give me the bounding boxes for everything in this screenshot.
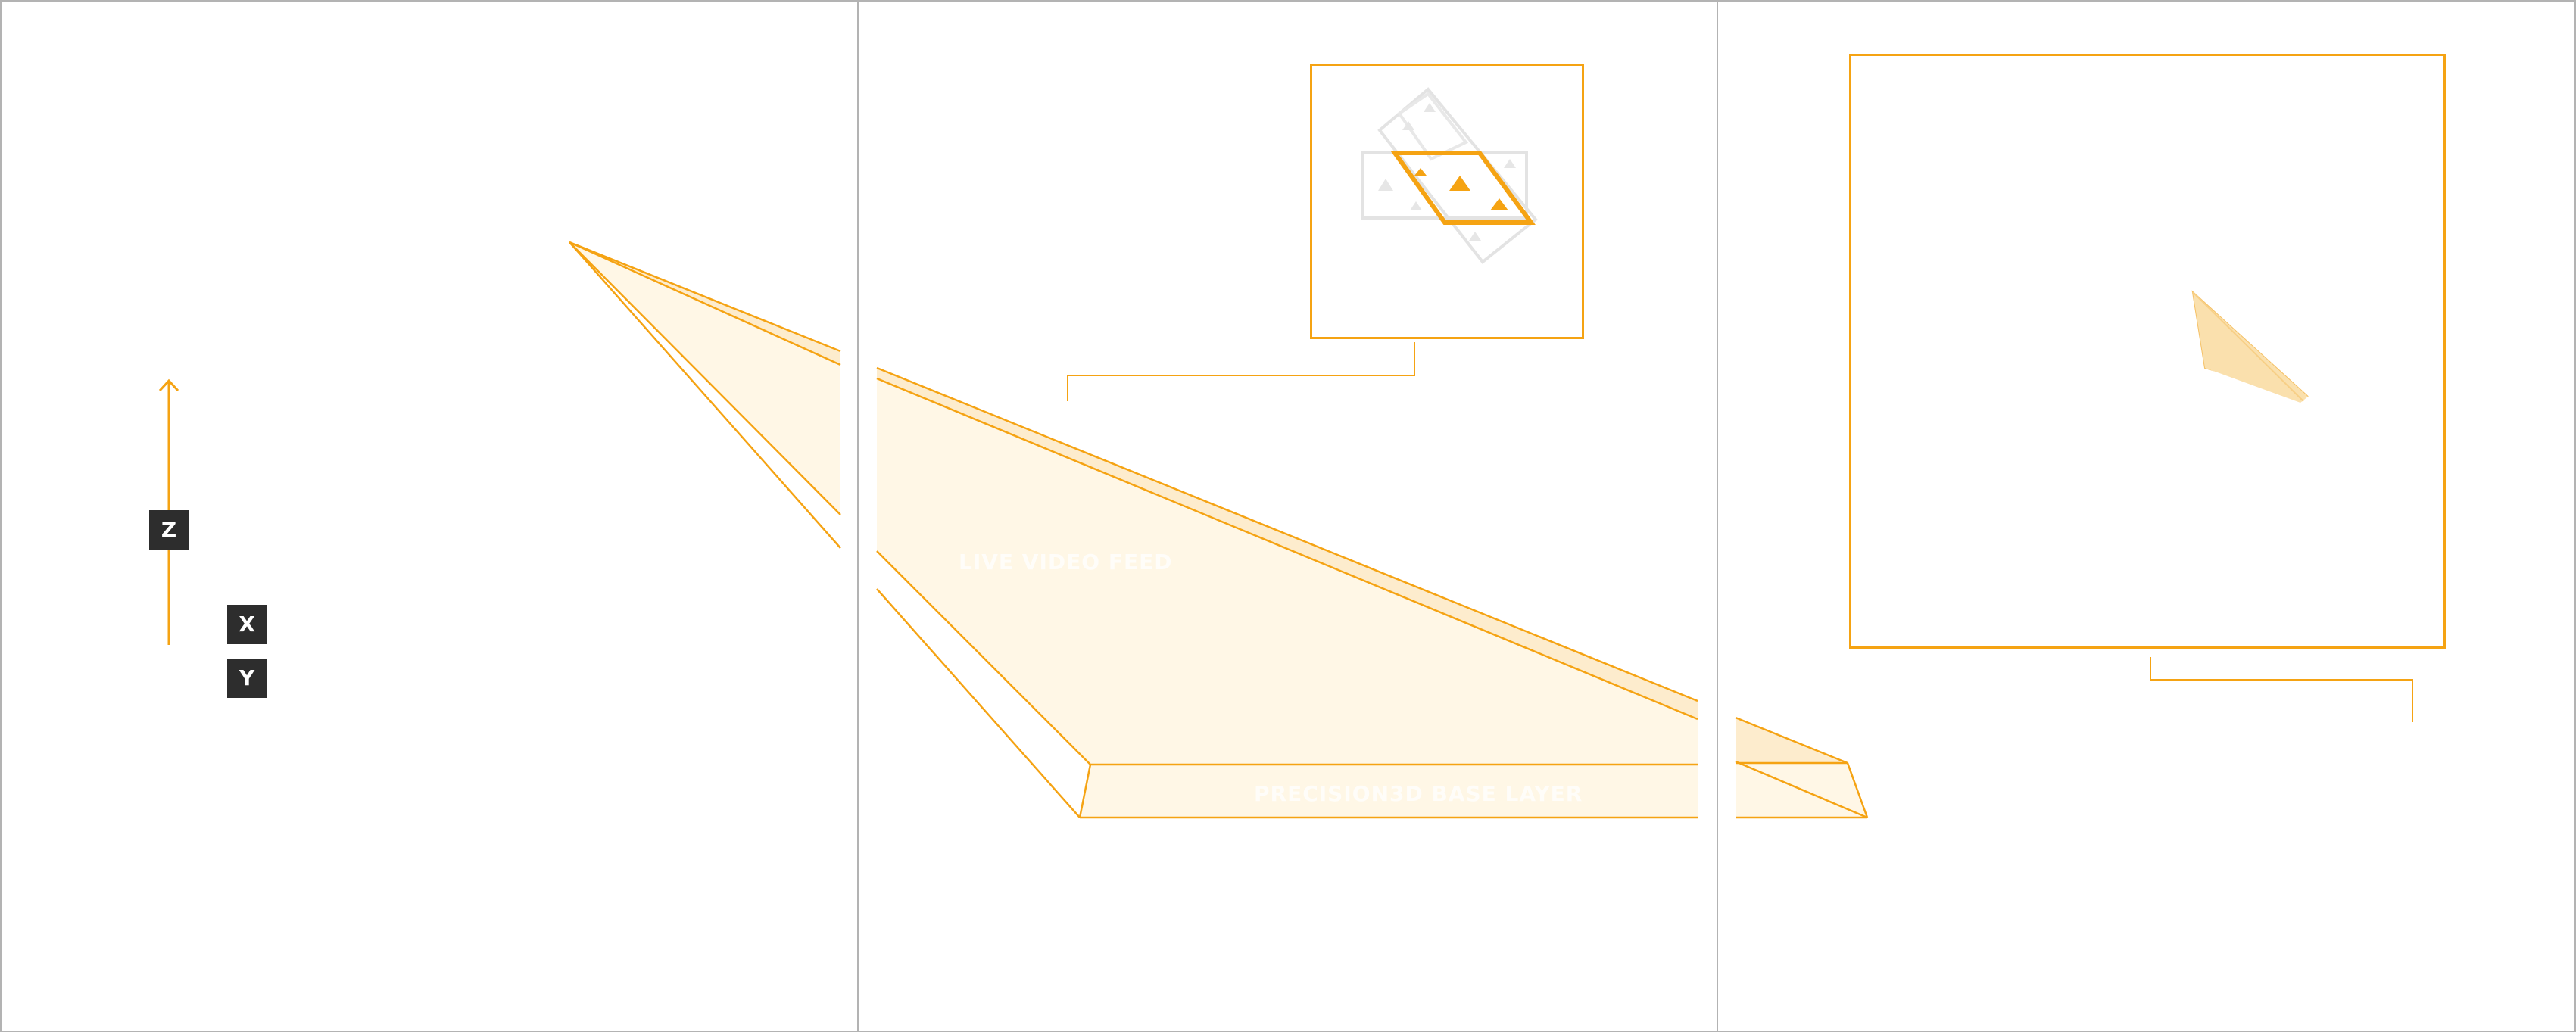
z-axis-badge: Z	[149, 510, 189, 550]
inset-connector-right	[2150, 657, 2413, 722]
frustum-segment-left	[569, 241, 841, 549]
base-layer-label: PRECISION3D BASE LAYER	[1254, 781, 1583, 806]
x-axis-badge: X	[227, 605, 267, 644]
inset-camera-view	[1310, 64, 1584, 339]
panel-right	[1717, 0, 2576, 1032]
camera-footprint-faint	[1361, 87, 1538, 264]
y-axis-badge: Y	[227, 659, 267, 698]
inset-connector-left	[1067, 342, 1415, 401]
overview-frustum	[2191, 290, 2309, 403]
camera-footprint-highlight	[1390, 151, 1536, 225]
inset-overview	[1849, 54, 2446, 649]
live-video-feed-label: LIVE VIDEO FEED	[959, 550, 1172, 575]
frustum-segment-middle	[876, 366, 1698, 819]
frustum-segment-right	[1735, 716, 1869, 819]
